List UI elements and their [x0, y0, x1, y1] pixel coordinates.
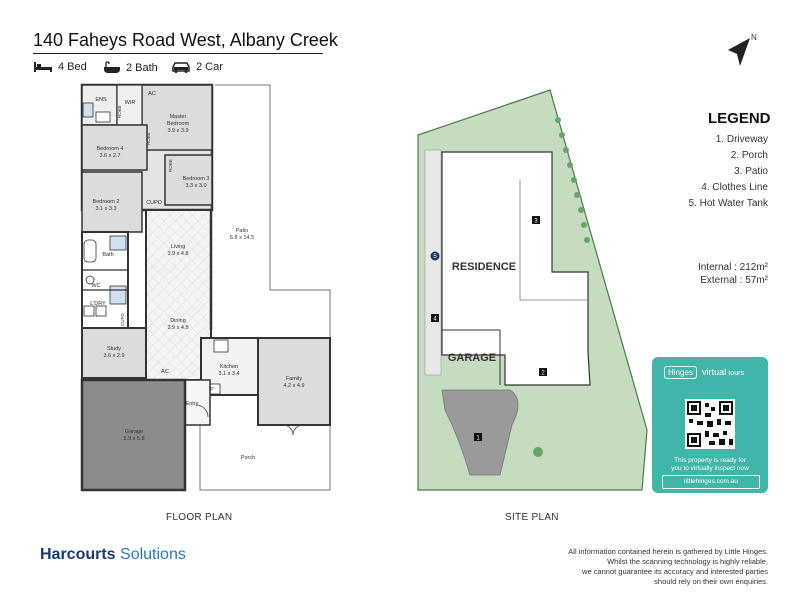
master-bedroom-label2: Bedroom: [167, 121, 190, 127]
bath-count: 2 Bath: [126, 61, 158, 74]
ens-label: ENS: [95, 97, 107, 103]
vt-brand-right2: tours: [728, 370, 744, 377]
bedroom3-label: Bedroom 3: [183, 176, 210, 182]
agency-logo: Harcourts Solutions: [40, 546, 186, 564]
virtual-tour-card[interactable]: Hinges virtual tours This property is re…: [652, 357, 768, 493]
robe3-label: ROBE: [168, 159, 173, 172]
marker-driveway: 1: [476, 436, 480, 442]
marker-patio: 3: [534, 219, 538, 225]
car-icon: [172, 62, 190, 73]
laundry-label: L'DRY: [90, 301, 106, 307]
car-feature: 2 Car: [171, 61, 223, 73]
bedroom2-label: Bedroom 2: [93, 199, 120, 205]
marker-porch: 2: [541, 371, 545, 377]
internal-area-value: : 212m²: [734, 262, 768, 273]
internal-area-label: Internal: [697, 262, 732, 273]
cupd2-label: CUPD: [120, 312, 125, 326]
site-plan: RESIDENCE GARAGE 1 2 3 4 5: [417, 89, 648, 491]
internal-area: Internal : 212m²: [698, 262, 768, 273]
bedroom4-label: Bedroom 4: [97, 146, 124, 152]
bedroom2-dims: 3.1 x 3.3: [95, 206, 116, 212]
bathtub-icon: [104, 61, 120, 73]
master-bedroom-dims: 3.9 x 3.9: [167, 128, 188, 134]
garage-label: Garage: [125, 429, 143, 435]
legend-title: LEGEND: [708, 110, 771, 127]
floor-plan-caption: FLOOR PLAN: [166, 512, 233, 523]
vt-line1: This property is ready for: [674, 457, 746, 464]
patio-dims: 6.8 x 14.5: [230, 235, 254, 241]
disclaimer-line: All information contained herein is gath…: [568, 547, 768, 556]
legend-item: 5. Hot Water Tank: [688, 198, 768, 209]
bath-label: Bath: [102, 252, 113, 258]
disclaimer-line: Whilst the scanning technology is highly…: [607, 557, 768, 566]
bed-count: 4 Bed: [58, 61, 87, 73]
disclaimer-line: we cannot guarantee its accuracy and int…: [582, 567, 768, 576]
north-arrow-icon: N: [728, 33, 757, 66]
agency-name-light: Solutions: [120, 546, 186, 563]
kitchen-label: Kitchen: [220, 364, 238, 370]
legend-item: 4. Clothes Line: [701, 182, 768, 193]
site-plan-caption: SITE PLAN: [505, 512, 559, 523]
porch-label: Porch: [241, 455, 255, 461]
bedroom4-dims: 3.6 x 2.7: [99, 153, 120, 159]
ac-top-label: AC: [148, 91, 156, 97]
wir-label: WIR: [125, 100, 136, 106]
bedroom3-dims: 3.3 x 3.0: [185, 183, 206, 189]
agency-name-bold: Harcourts: [40, 546, 116, 563]
bed-icon: [34, 62, 52, 72]
north-label: N: [751, 33, 757, 42]
bed-feature: 4 Bed: [33, 61, 87, 73]
ac-mid-label: AC: [161, 369, 169, 375]
family-label: Family: [286, 376, 302, 382]
bath-feature: 2 Bath: [103, 61, 158, 74]
vt-brand-left: Hinges: [664, 366, 697, 379]
marker-clothes-line: 4: [433, 317, 437, 323]
study-label: Study: [107, 346, 121, 352]
entry-label: Entry: [186, 401, 199, 407]
dining-dims: 3.9 x 4.8: [167, 325, 188, 331]
living-dims: 3.9 x 4.8: [167, 251, 188, 257]
robe1-label: ROBE: [117, 105, 122, 118]
living-label: Living: [171, 244, 185, 250]
cupd1-label: CUPD: [146, 200, 162, 206]
header-divider: [33, 53, 323, 54]
garage-dims: 5.9 x 5.8: [123, 436, 144, 442]
family-dims: 4.2 x 4.9: [283, 383, 304, 389]
legend-item: 2. Porch: [730, 150, 768, 161]
kitchen-dims: 3.1 x 3.4: [218, 371, 239, 377]
vt-brand-right1: virtual: [702, 367, 727, 377]
floor-plan: ENS WIR AC Master Bedroom 3.9 x 3.9 Bedr…: [80, 83, 331, 492]
property-address: 140 Faheys Road West, Albany Creek: [33, 30, 338, 50]
vt-url-link[interactable]: littlehinges.com.au: [662, 475, 760, 489]
vt-line2: you to virtually inspect now: [671, 465, 749, 472]
external-area-value: : 57m²: [739, 275, 768, 286]
residence-label: RESIDENCE: [452, 261, 516, 273]
study-dims: 3.6 x 2.9: [103, 353, 124, 359]
legend-item: 1. Driveway: [715, 134, 768, 145]
legend-item: 3. Patio: [734, 166, 768, 177]
wc-label: WC: [91, 283, 100, 289]
qr-code-icon[interactable]: [685, 399, 735, 449]
external-area: External : 57m²: [700, 275, 768, 286]
dining-label: Dining: [170, 318, 186, 324]
virtual-tour-logo: Hinges virtual tours: [664, 366, 744, 379]
marker-hot-water-tank: 5: [433, 254, 437, 260]
site-garage-label: GARAGE: [448, 352, 496, 364]
car-count: 2 Car: [196, 61, 223, 73]
robe2-label: ROBE: [146, 132, 151, 145]
patio-label: Patio: [236, 228, 249, 234]
master-bedroom-label: Master: [170, 114, 187, 120]
disclaimer-line: should rely on their own enquiries.: [654, 577, 768, 586]
pantry-label: P: [210, 387, 214, 393]
external-area-label: External: [700, 275, 737, 286]
